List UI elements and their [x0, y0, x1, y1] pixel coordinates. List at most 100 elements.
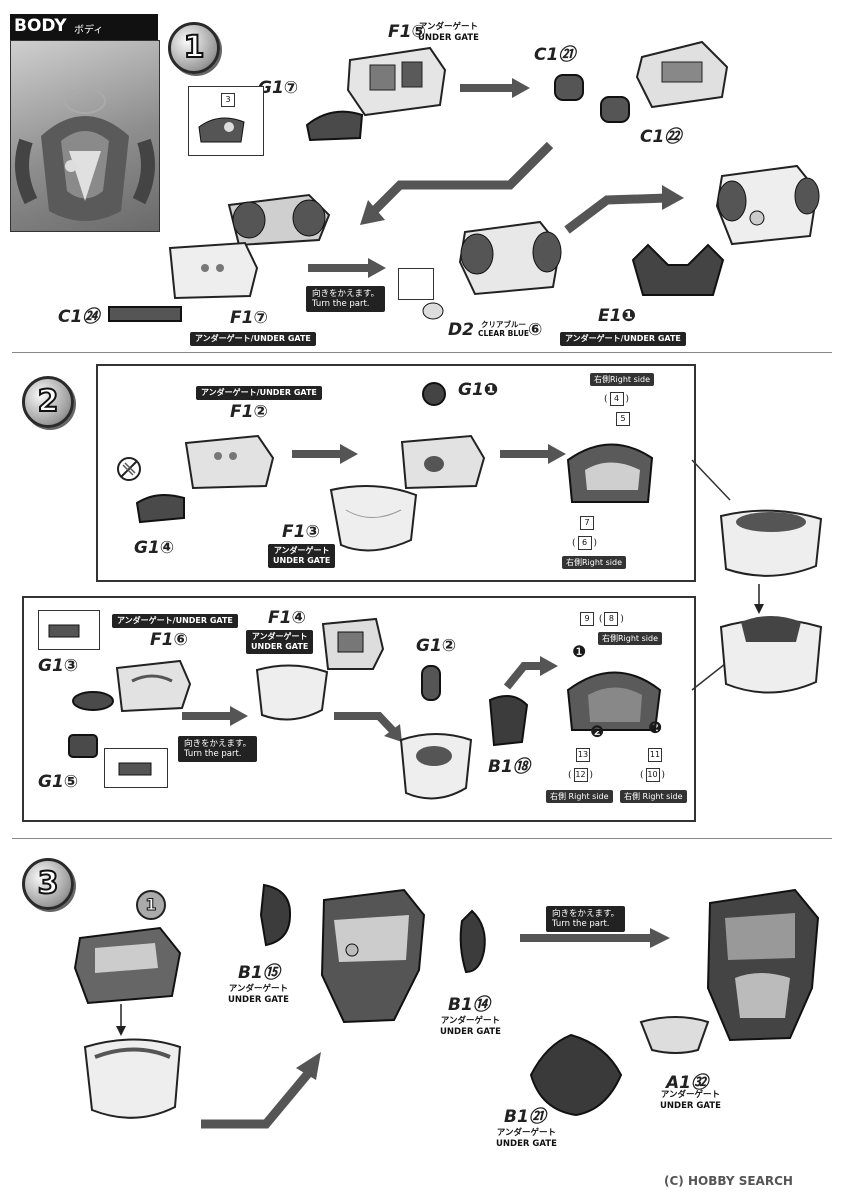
turn-note-3: 向きをかえます。 Turn the part.: [546, 906, 626, 932]
part-b121: [529, 1033, 623, 1117]
part-step3-top: [73, 926, 182, 1005]
part-d2: [422, 302, 444, 320]
part-label-e11: E1❶: [598, 306, 636, 326]
part-label-b118: B1⑱: [488, 757, 530, 777]
part-label-f12: F1②: [230, 402, 268, 422]
part-label-f16: F1⑥: [150, 630, 188, 650]
right-side-tag-br: 右側 Right side: [620, 790, 687, 803]
step-2-badge: 2: [22, 376, 74, 428]
part-label-f15: F1⑤: [388, 22, 426, 42]
marker-2b: ❷: [648, 720, 663, 737]
gate-label-f15: アンダーゲート UNDER GATE: [418, 22, 479, 43]
gate-label-e11: アンダーゲート/UNDER GATE: [560, 332, 686, 346]
inset-box-g17: 3: [188, 86, 264, 156]
part-a132: [639, 1016, 710, 1054]
right-side-tag-bottom: 右側Right side: [562, 556, 626, 569]
no-tool-icon: [117, 457, 141, 481]
right-side-tag-bl: 右側 Right side: [546, 790, 613, 803]
turn-note-2: 向きをかえます。 Turn the part.: [178, 736, 258, 762]
part-label-b114: B1⑭: [448, 995, 490, 1015]
gate-label-f14: アンダーゲート UNDER GATE: [246, 630, 314, 654]
gate-label-f16: アンダーゲート/UNDER GATE: [112, 614, 238, 628]
part-label-a132: A1㉜: [666, 1073, 708, 1093]
part-g12: [421, 665, 441, 701]
part-label-d2-number: ⑥: [528, 320, 543, 340]
separator-2: [12, 838, 832, 839]
sticker-ref-12: (12): [568, 768, 594, 782]
part-step3-result: [706, 888, 820, 1042]
part-step2-combined: [719, 616, 823, 694]
part-g13: [72, 691, 114, 711]
part-b115: [259, 883, 292, 947]
part-label-g17: G1⑦: [258, 78, 299, 98]
arrow-step2-down: [754, 584, 764, 614]
sticker-ref-3: 3: [219, 93, 237, 107]
clear-part-inset: [398, 268, 434, 300]
gate-label-f17: アンダーゲート/UNDER GATE: [190, 332, 316, 346]
part-f17: [168, 241, 259, 300]
part-label-f13: F1③: [282, 522, 320, 542]
part-b114: [459, 909, 486, 974]
sticker-ref-5: 5: [614, 412, 632, 426]
arrow-step2b-3: [503, 656, 558, 690]
sticker-ref-6: (6): [572, 536, 598, 550]
part-assembly-step1-final: [715, 164, 820, 246]
gate-label-b115: アンダーゲート UNDER GATE: [228, 984, 289, 1005]
clear-blue-label: クリアブルー CLEAR BLUE: [478, 320, 530, 338]
part-f15: [346, 46, 447, 117]
separator-1: [12, 352, 832, 353]
part-assembly-f15-c: [635, 40, 729, 109]
part-e11: [631, 243, 725, 296]
robot-torso-illustration: [15, 88, 155, 221]
arrow-step2b-1: [182, 706, 248, 726]
arrow-step1-mid: [308, 258, 386, 278]
part-f12: [184, 434, 275, 490]
part-f16: [115, 659, 192, 713]
gate-label-b121: アンダーゲート UNDER GATE: [496, 1128, 557, 1149]
arrow-step1-diagonal: [564, 185, 684, 234]
part-b118: [488, 695, 529, 747]
part-f13: [329, 485, 418, 552]
part-step2b-result: [566, 671, 662, 731]
gate-label-f13: アンダーゲート UNDER GATE: [268, 544, 336, 568]
step-3-badge: 3: [22, 858, 74, 910]
sticker-ref-4: (4): [604, 392, 630, 406]
part-g14: [135, 493, 185, 524]
sticker-ref-9-8: 9 (8): [578, 612, 624, 626]
step-1-badge: 1: [168, 22, 220, 74]
part-step2a-result: [566, 443, 654, 503]
part-label-f14: F1④: [268, 608, 306, 628]
arrow-step3-diag: [201, 1052, 321, 1129]
inset-g15-illustration: [118, 762, 152, 776]
part-label-g13: G1③: [38, 656, 79, 676]
inset-g13-illustration: [48, 624, 80, 638]
part-label-c122: C1㉒: [640, 127, 682, 147]
marker-1: ❶: [572, 644, 587, 661]
part-g17: [305, 110, 364, 142]
arrow-step3-right: [520, 928, 670, 948]
part-label-g14: G1④: [134, 538, 175, 558]
sticker-g17-illustration: [198, 117, 245, 143]
arrow-step2a-2: [500, 444, 566, 464]
gate-label-b114: アンダーゲート UNDER GATE: [440, 1016, 501, 1037]
part-label-c124: C1㉔: [58, 307, 100, 327]
watermark: (C) HOBBY SEARCH: [664, 1174, 793, 1188]
sticker-ref-13: 13: [574, 748, 592, 762]
part-f14-base: [255, 664, 329, 721]
part-label-g12: G1②: [416, 636, 457, 656]
right-side-tag-2b: 右側Right side: [598, 632, 662, 645]
marker-2a: ❷: [590, 724, 605, 741]
arrow-step1-right: [460, 78, 530, 98]
part-step3-center: [320, 888, 426, 1024]
part-step2b-assembly: [399, 733, 473, 800]
header-title-bar: BODY ボディ: [10, 14, 158, 40]
body-reference-image: [10, 40, 160, 232]
part-c121: [554, 74, 584, 101]
arrow-step2b-2: [334, 712, 402, 742]
inset-box-g15: [104, 748, 168, 788]
ref-step-1-badge: 1: [136, 890, 166, 920]
part-label-b115: B1⑮: [238, 963, 280, 983]
part-assembly-step1-mid: [458, 220, 562, 296]
arrow-step2a-1: [292, 444, 358, 464]
header-title: BODY: [14, 16, 67, 36]
